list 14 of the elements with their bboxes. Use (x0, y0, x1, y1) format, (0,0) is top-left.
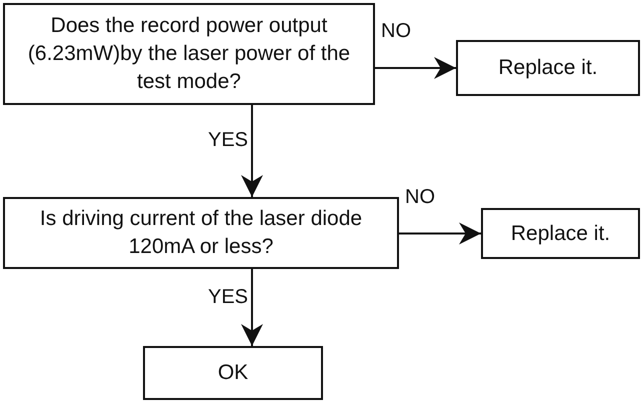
process-box (456, 40, 640, 96)
arrow (375, 57, 456, 79)
arrow (241, 269, 263, 346)
box-text: Replace it. (498, 55, 598, 81)
process-box (3, 3, 375, 105)
box-text: Is driving current of the laser diode 120mA or less? (38, 206, 364, 260)
process-box (3, 197, 399, 269)
process-box (481, 208, 640, 259)
arrow (241, 105, 263, 197)
box-text: Replace it. (510, 220, 610, 246)
box-text: OK (218, 360, 248, 386)
arrow (399, 222, 481, 244)
box-text: Does the record power output (6.23mW)by the laser power of the test mode? (26, 13, 352, 95)
process-box (143, 346, 323, 400)
